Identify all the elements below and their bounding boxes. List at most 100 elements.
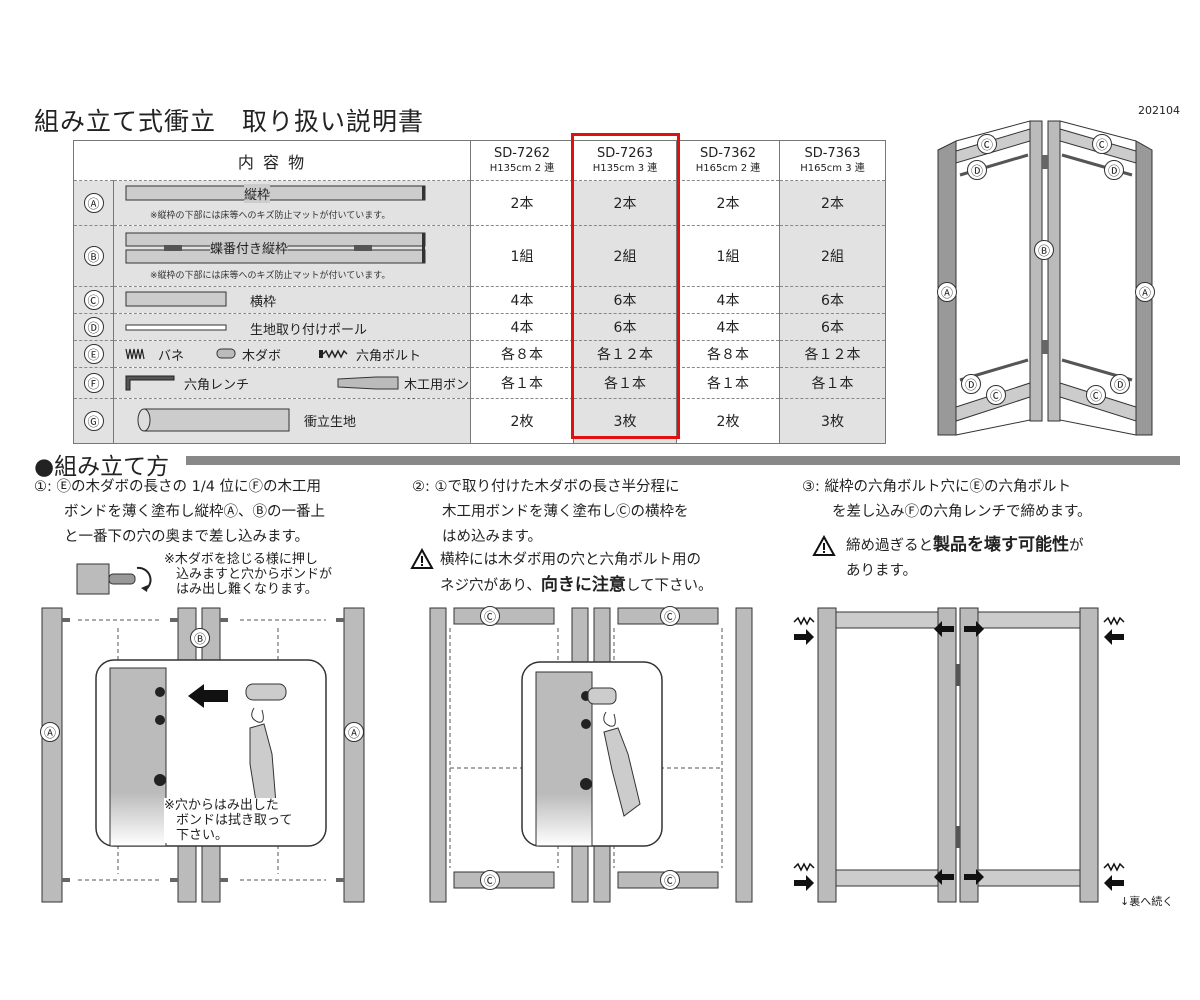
diagram-label-c: Ⓒ bbox=[1092, 134, 1112, 154]
step1-text: ①: Ⓔの木ダボの長さの 1/4 位にⒻの木工用 ボンドを薄く塗布し縦枠Ⓐ、Ⓑの… bbox=[34, 479, 325, 545]
step2-label-c: Ⓒ bbox=[660, 870, 680, 890]
qty-cell: 2組 bbox=[573, 225, 677, 287]
part-label: Ⓑ bbox=[83, 246, 104, 266]
part-illustration: 六角レンチ 木工用ボンド bbox=[113, 367, 471, 412]
diagram-label-a: Ⓐ bbox=[1135, 282, 1155, 302]
part-label: Ⓕ bbox=[83, 373, 104, 393]
step1-label-b: Ⓑ bbox=[190, 628, 210, 648]
qty-cell: 3枚 bbox=[779, 398, 886, 444]
document-title: 組み立て式衝立 取り扱い説明書 bbox=[34, 107, 425, 136]
step2-text: ②: ①で取り付けた木ダボの長さ半分程に 木工用ボンドを薄く塗布しⒸの横枠を は… bbox=[412, 479, 689, 545]
qty-cell: 各８本 bbox=[676, 340, 780, 368]
qty-cell: 2枚 bbox=[676, 398, 780, 444]
qty-cell: 6本 bbox=[573, 286, 677, 314]
part-label: Ⓓ bbox=[83, 317, 104, 337]
header-contents: 内 容 物 bbox=[73, 140, 471, 181]
section-title: ●組み立て方 bbox=[34, 454, 170, 480]
part-name: 蝶番付き縦枠 bbox=[210, 238, 289, 257]
qty-cell: 4本 bbox=[676, 286, 780, 314]
qty-cell: 2本 bbox=[573, 180, 677, 226]
section-divider bbox=[186, 456, 1180, 465]
diagram-label-d: Ⓓ bbox=[967, 160, 987, 180]
qty-cell: 2枚 bbox=[470, 398, 574, 444]
diagram-label-c: Ⓒ bbox=[986, 385, 1006, 405]
hex-bolt-icon bbox=[319, 349, 348, 359]
qty-cell: 各１本 bbox=[779, 367, 886, 399]
part-name-bolt: 六角ボルト bbox=[356, 349, 422, 364]
part-illustration: バネ 木ダボ 六角ボルト bbox=[113, 340, 471, 368]
step1-tip: ※木ダボを捻じる様に押し 込みますと穴からボンドが はみ出し難くなります。 bbox=[164, 552, 333, 597]
qty-cell: 各１本 bbox=[470, 367, 574, 399]
part-label: Ⓖ bbox=[83, 411, 104, 431]
part-label: Ⓒ bbox=[83, 290, 104, 310]
part-note: ※縦枠の下部には床等へのキズ防止マットが付いています。 bbox=[150, 211, 391, 221]
hex-wrench-icon bbox=[125, 375, 175, 391]
part-name-dowel: 木ダボ bbox=[242, 349, 282, 364]
step2-label-c: Ⓒ bbox=[660, 606, 680, 626]
qty-cell: 1組 bbox=[470, 225, 574, 287]
model-highlight-box bbox=[571, 133, 680, 439]
part-name: 縦枠 bbox=[244, 184, 271, 203]
step2-label-c: Ⓒ bbox=[480, 870, 500, 890]
table-row: Ⓖ 衝立生地 2枚 3枚 2枚 3枚 bbox=[73, 398, 886, 444]
diagram-label-a: Ⓐ bbox=[937, 282, 957, 302]
part-illustration: 衝立生地 bbox=[113, 398, 471, 444]
step2-warning: 横枠には木ダボ用の穴と六角ボルト用の ネジ穴があり、向きに注意して下さい。 bbox=[440, 552, 713, 595]
step3-warning: 締め過ぎると製品を壊す可能性が あります。 bbox=[846, 535, 1084, 579]
qty-cell: 2本 bbox=[676, 180, 780, 226]
table-row: Ⓒ 横枠 4本 6本 4本 6本 bbox=[73, 286, 886, 314]
step2-label-c: Ⓒ bbox=[480, 606, 500, 626]
fabric-roll-icon bbox=[137, 408, 290, 432]
diagram-label-d: Ⓓ bbox=[961, 374, 981, 394]
table-row: Ⓕ 六角レンチ 木工用ボンド 各１本 各１本 各１本 各１本 bbox=[73, 367, 886, 412]
diagram-label-c: Ⓒ bbox=[977, 134, 997, 154]
part-note: ※縦枠の下部には床等へのキズ防止マットが付いています。 bbox=[150, 271, 391, 281]
step3-text: ③: 縦枠の六角ボルト穴にⒺの六角ボルト を差し込みⒻの六角レンチで締めます。 bbox=[802, 479, 1092, 520]
qty-cell: 2本 bbox=[779, 180, 886, 226]
diagram-label-d: Ⓓ bbox=[1104, 160, 1124, 180]
dowel-twist-icon bbox=[76, 563, 152, 595]
part-illustration: 生地取り付けポール bbox=[113, 313, 471, 341]
qty-cell: 各１２本 bbox=[573, 340, 677, 368]
diagram-label-d: Ⓓ bbox=[1110, 374, 1130, 394]
dowel-icon bbox=[216, 348, 236, 359]
qty-cell: 6本 bbox=[779, 286, 886, 314]
step1-label-a: Ⓐ bbox=[344, 722, 364, 742]
diagram-label-c: Ⓒ bbox=[1086, 385, 1106, 405]
part-label: Ⓐ bbox=[83, 193, 104, 213]
qty-cell: 各１２本 bbox=[779, 340, 886, 368]
diagram-label-b: Ⓑ bbox=[1034, 240, 1054, 260]
qty-cell: 4本 bbox=[470, 286, 574, 314]
part-illustration: 横枠 bbox=[113, 286, 471, 314]
qty-cell: 4本 bbox=[470, 313, 574, 341]
part-name: 衝立生地 bbox=[304, 415, 357, 430]
part-label: Ⓔ bbox=[83, 344, 104, 364]
qty-cell: 1組 bbox=[676, 225, 780, 287]
part-name: 生地取り付けポール bbox=[250, 323, 368, 338]
step1-diagram bbox=[41, 607, 365, 903]
step2-diagram bbox=[429, 607, 753, 903]
part-name-spring: バネ bbox=[158, 349, 185, 364]
table-row: Ⓓ 生地取り付けポール 4本 6本 4本 6本 bbox=[73, 313, 886, 341]
part-illustration: 縦枠 ※縦枠の下部には床等へのキズ防止マットが付いています。 bbox=[113, 180, 471, 226]
wood-glue-icon bbox=[337, 376, 399, 390]
document-code: 202104 bbox=[1138, 104, 1180, 117]
step3-diagram bbox=[793, 607, 1125, 903]
table-row: Ⓔ バネ 木ダボ 六角ボルト 各８本 各１２本 各８本 各１２本 bbox=[73, 340, 886, 368]
qty-cell: 各８本 bbox=[470, 340, 574, 368]
warning-icon bbox=[812, 535, 836, 556]
qty-cell: 2本 bbox=[470, 180, 574, 226]
part-name-wrench: 六角レンチ bbox=[184, 378, 250, 393]
warning-icon bbox=[410, 548, 434, 569]
step1-wipe-note: ※穴からはみ出した ボンドは拭き取って 下さい。 bbox=[164, 798, 293, 843]
qty-cell: 2組 bbox=[779, 225, 886, 287]
qty-cell: 各１本 bbox=[573, 367, 677, 399]
qty-cell: 各１本 bbox=[676, 367, 780, 399]
qty-cell: 4本 bbox=[676, 313, 780, 341]
part-illustration: 蝶番付き縦枠 ※縦枠の下部には床等へのキズ防止マットが付いています。 bbox=[113, 225, 471, 287]
